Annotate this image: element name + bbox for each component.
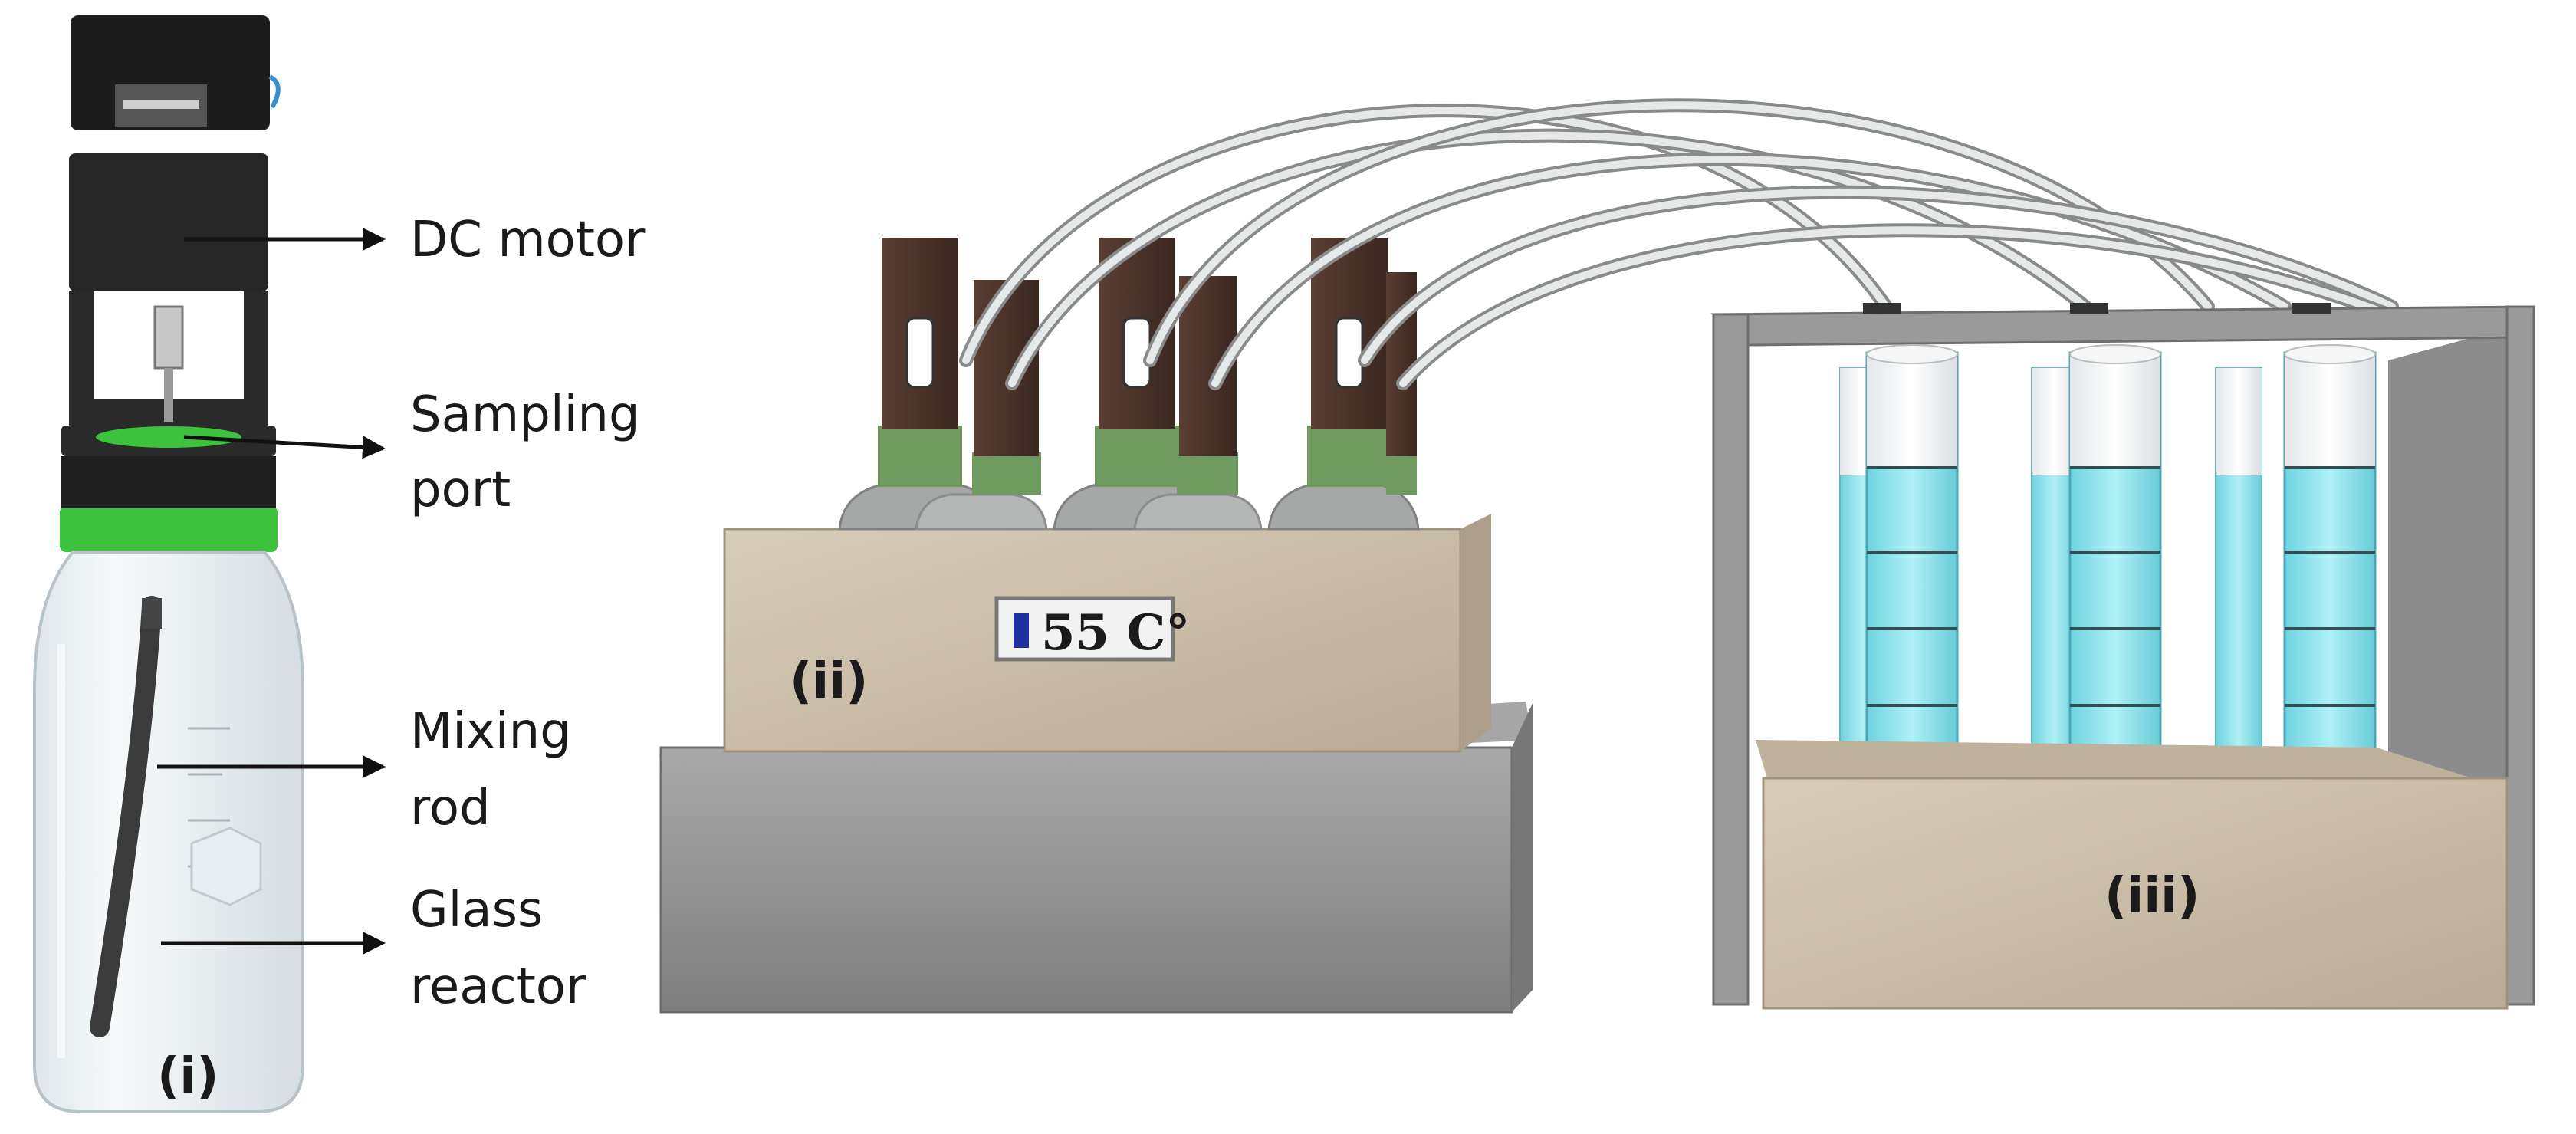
gas-collection-assembly [1710, 303, 2535, 1010]
motor-shaft [164, 368, 173, 422]
frame-right-leg [2505, 305, 2535, 1006]
mixing-label-line1: Mixing [410, 703, 571, 760]
sampling-arrow [183, 435, 386, 459]
dc-motor-body [69, 153, 268, 291]
reactor-assembly [33, 15, 304, 1113]
frame-left-leg [1712, 313, 1750, 1006]
frame-port-3 [2292, 303, 2331, 314]
frame-port-2 [2070, 303, 2108, 314]
frame-top [1710, 305, 2532, 347]
panel-label-iii: (iii) [2104, 868, 2200, 925]
sampling-label-line1: Sampling [410, 386, 640, 443]
gas-cylinders [1839, 344, 2377, 784]
collection-tank [1762, 777, 2509, 1010]
module-1 [838, 238, 1048, 531]
gas-tubing [959, 98, 2414, 390]
module-2 [1053, 238, 1263, 531]
frame-port-1 [1863, 303, 1901, 314]
glass-label-line1: Glass [410, 882, 543, 938]
mixing-label-line2: rod [410, 780, 491, 837]
sampling-label-line2: port [410, 462, 511, 518]
gas-cylinder-2 [2068, 344, 2162, 784]
bath-pedestal-side [1512, 702, 1533, 1012]
motor-coupler [153, 305, 184, 370]
temperature-readout: 55 C° [1041, 604, 1190, 662]
sampling-port-ring [96, 426, 242, 448]
collection-tank-rim [1756, 740, 2484, 782]
glass-reactor-bottle [33, 551, 304, 1113]
mixing-rod [90, 596, 162, 1037]
panel-label-i: (i) [157, 1048, 219, 1105]
bath-reactor-modules [838, 238, 1420, 531]
bottle-label-hexagon [190, 827, 262, 906]
reactor-cap-green-band [60, 506, 278, 552]
water-bath-side [1460, 514, 1491, 751]
display-indicator [1014, 613, 1029, 648]
module-3 [1267, 238, 1420, 531]
bath-pedestal [659, 746, 1513, 1014]
motor-label: DC motor [410, 212, 646, 268]
reactor-callouts: DC motor Sampling port Mixing rod Glass … [157, 212, 646, 1015]
glass-label-line2: reactor [410, 958, 586, 1015]
gas-cylinder-1 [1865, 344, 1959, 784]
panel-label-ii: (ii) [790, 653, 868, 710]
water-bath-assembly: 55 C° [659, 238, 1533, 1014]
gas-cylinder-3 [2283, 344, 2377, 784]
